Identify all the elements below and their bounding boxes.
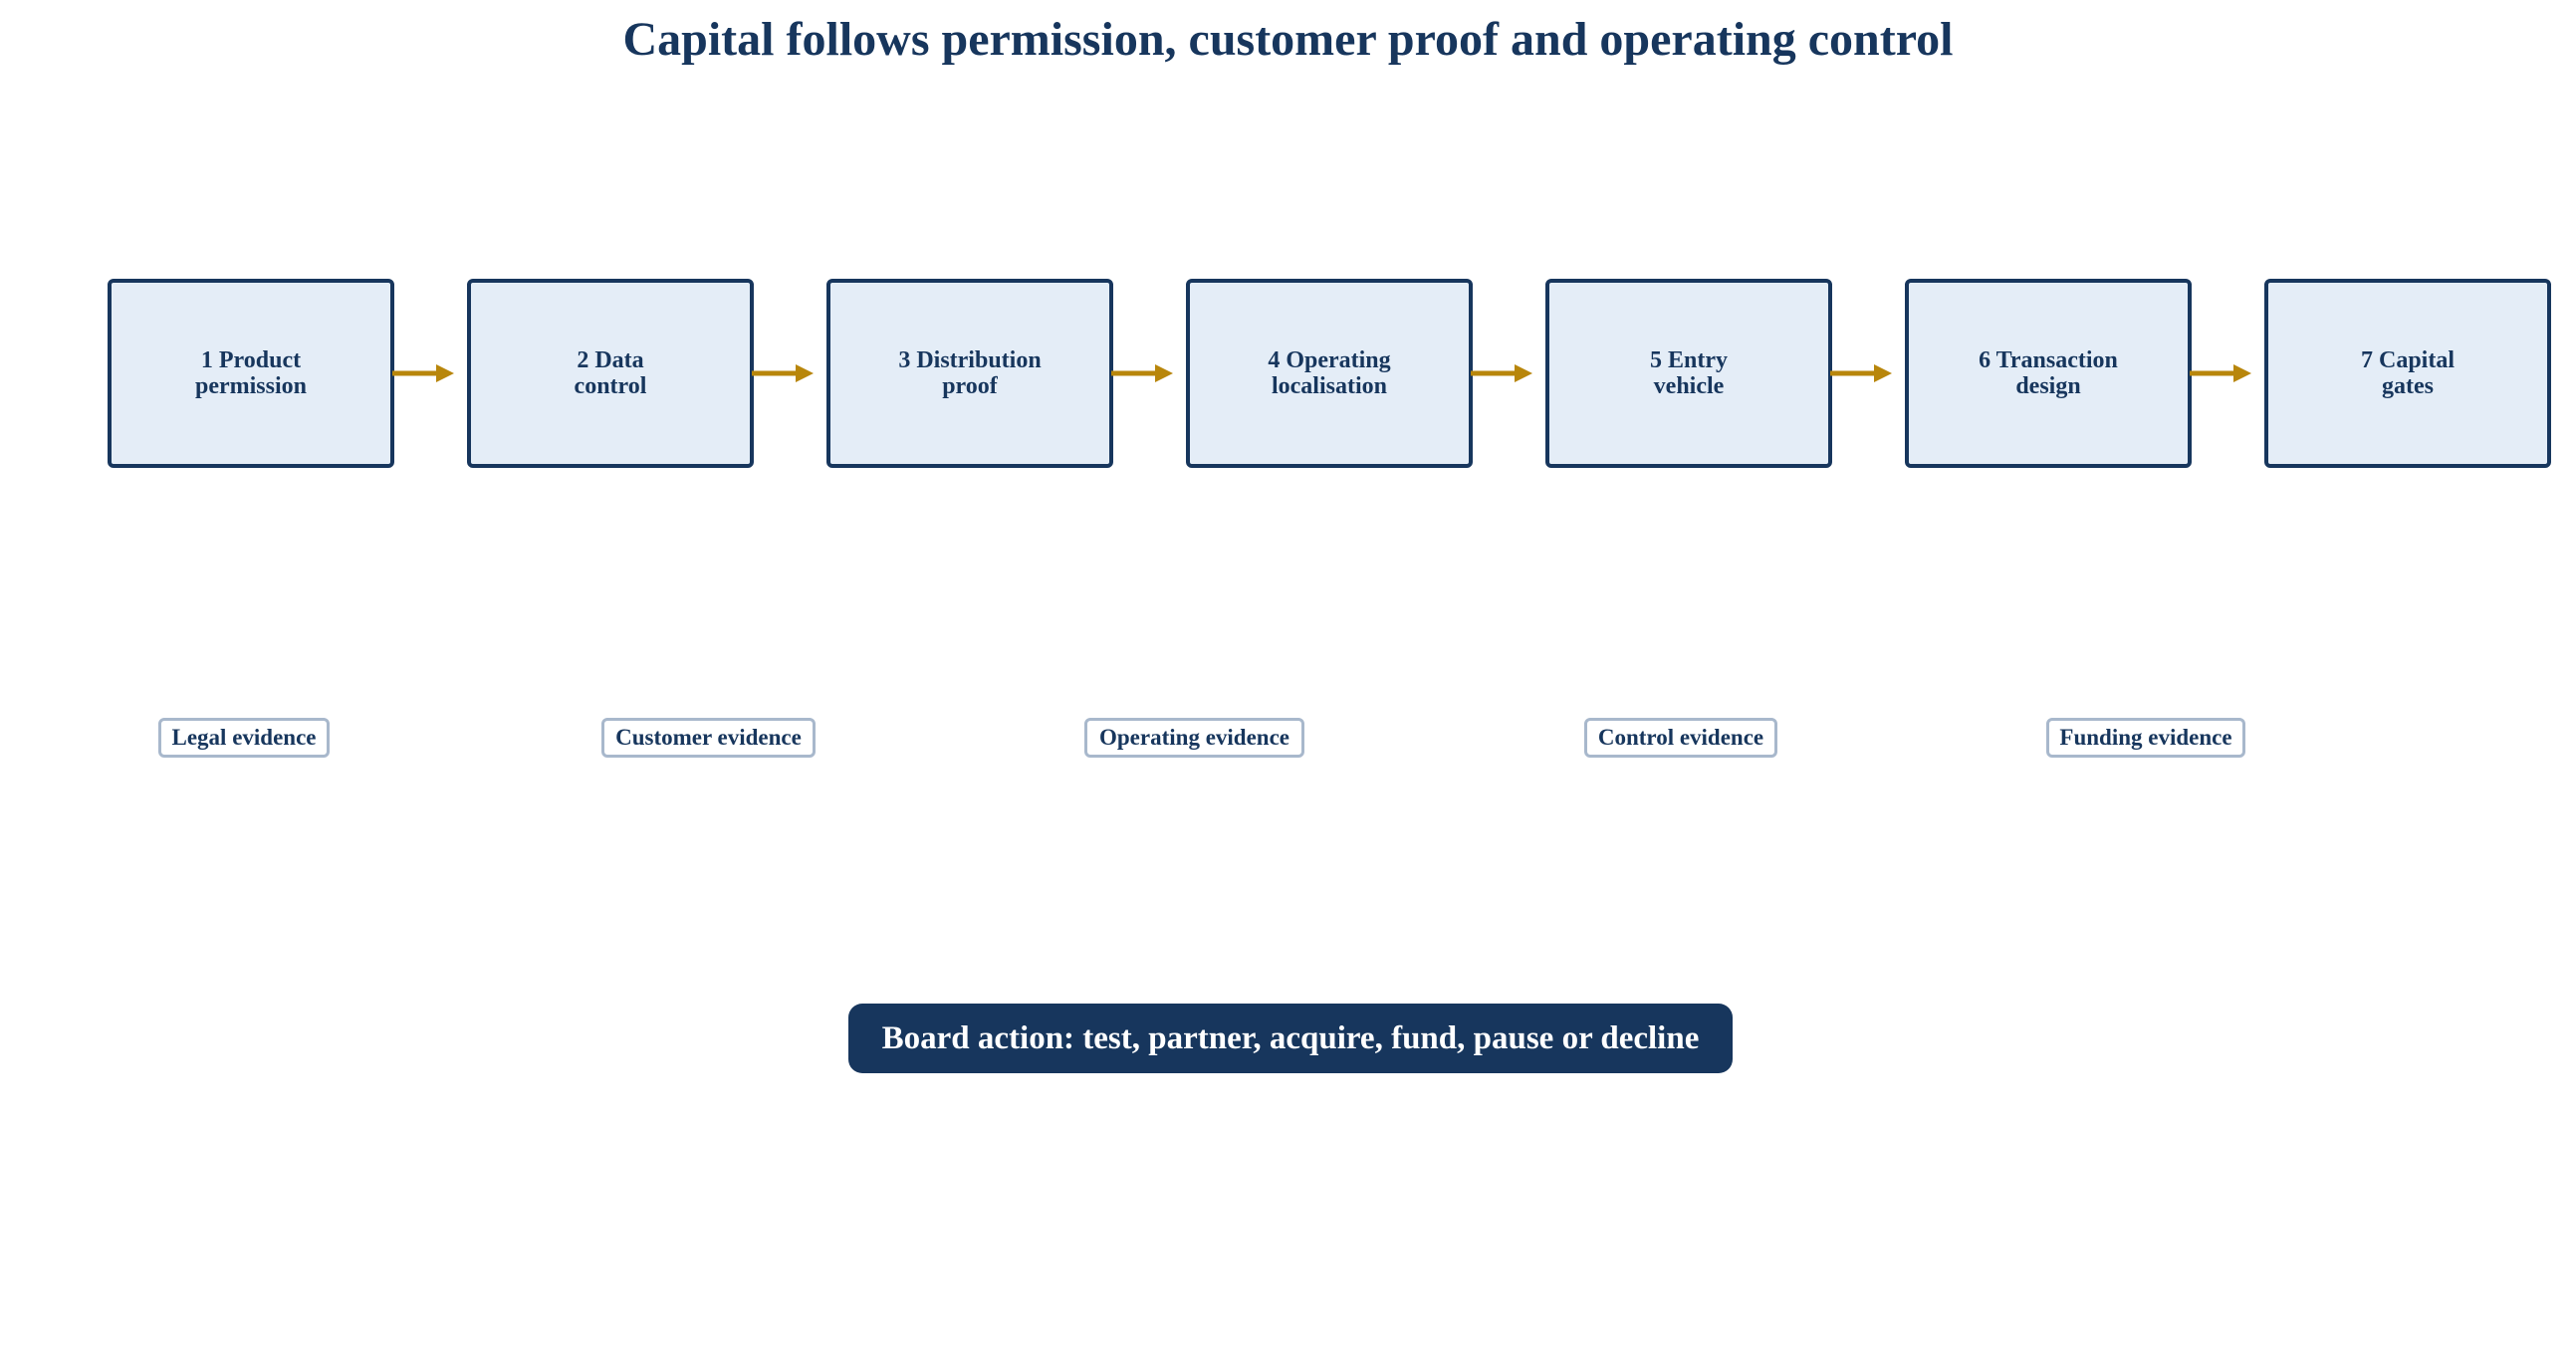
step-box-entry-vehicle: 5 Entry vehicle	[1545, 279, 1832, 468]
page-title: Capital follows permission, customer pro…	[622, 13, 1954, 66]
step-box-capital-gates: 7 Capital gates	[2264, 279, 2551, 468]
step-box-operating-localisation: 4 Operating localisation	[1186, 279, 1473, 468]
evidence-tag-operating: Operating evidence	[1084, 718, 1304, 758]
flow-arrow-6	[2190, 364, 2251, 382]
flow-arrow-2	[752, 364, 814, 382]
step-box-distribution-proof: 3 Distribution proof	[826, 279, 1113, 468]
flow-arrow-4	[1471, 364, 1532, 382]
evidence-tag-customer: Customer evidence	[601, 718, 816, 758]
flow-arrow-1	[392, 364, 454, 382]
step-box-transaction-design: 6 Transaction design	[1905, 279, 2192, 468]
evidence-tag-control: Control evidence	[1584, 718, 1777, 758]
step-box-product-permission: 1 Product permission	[108, 279, 394, 468]
board-action-banner: Board action: test, partner, acquire, fu…	[848, 1004, 1733, 1073]
evidence-tag-funding: Funding evidence	[2046, 718, 2245, 758]
step-box-data-control: 2 Data control	[467, 279, 754, 468]
flow-arrow-5	[1830, 364, 1892, 382]
evidence-tag-legal: Legal evidence	[158, 718, 330, 758]
flow-arrow-3	[1111, 364, 1173, 382]
